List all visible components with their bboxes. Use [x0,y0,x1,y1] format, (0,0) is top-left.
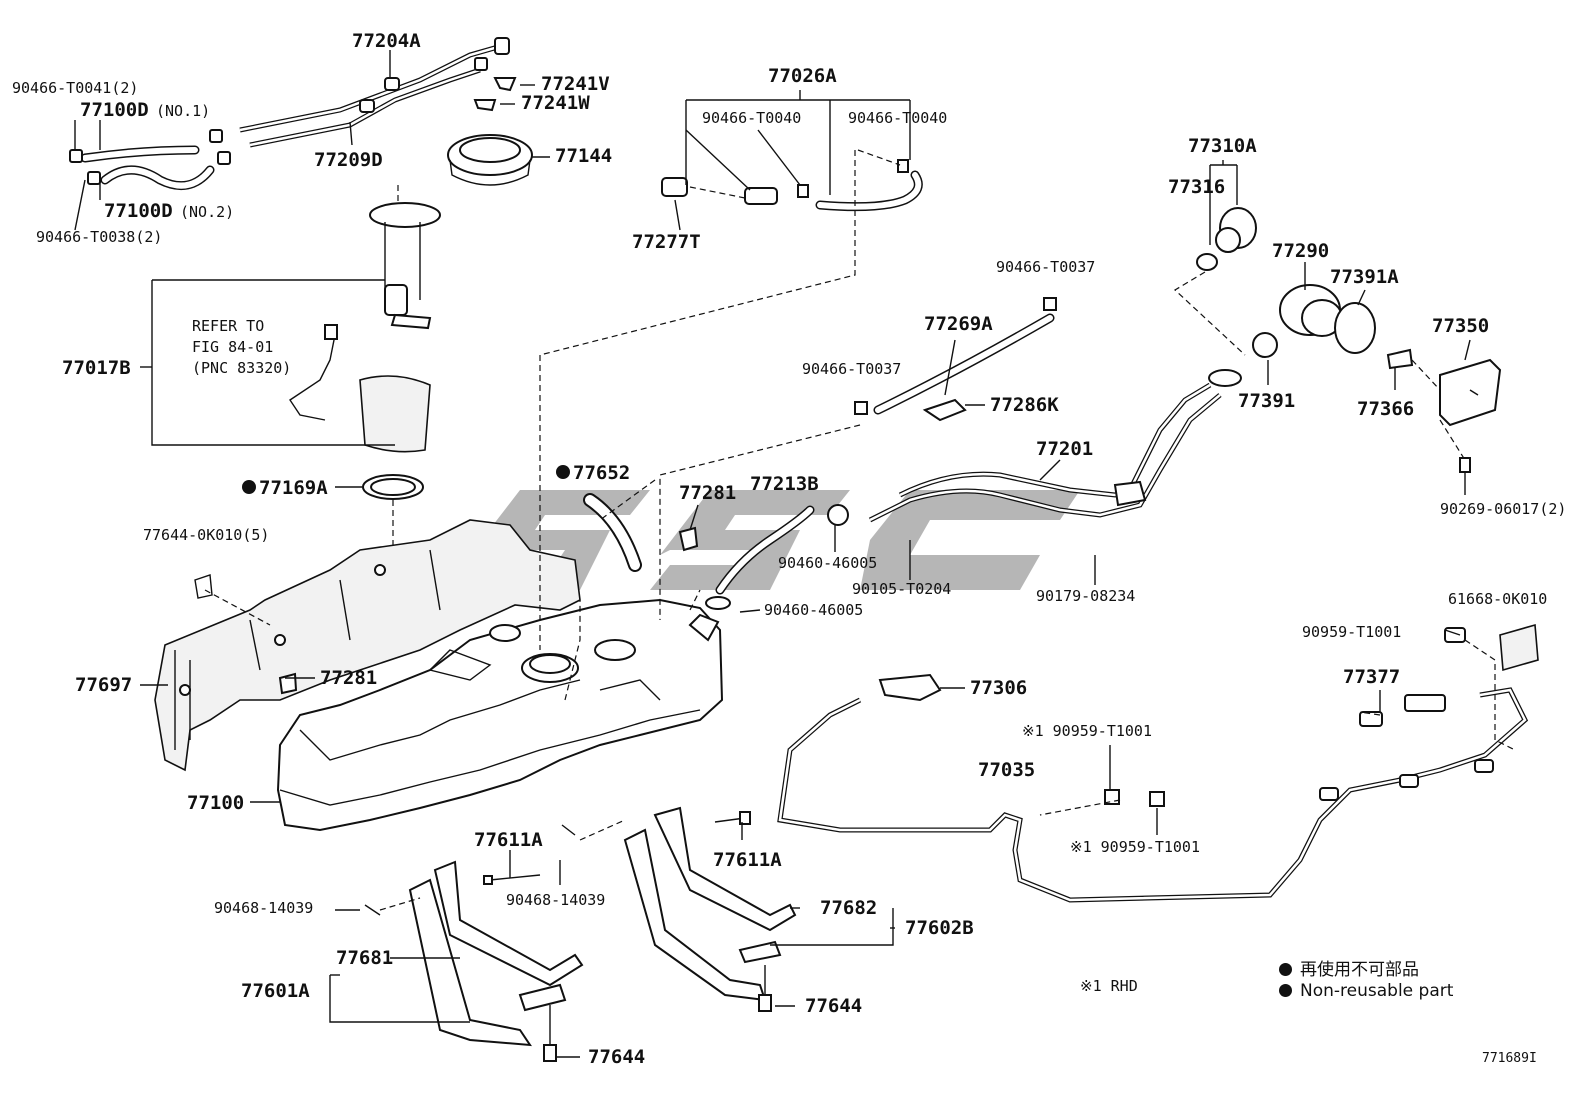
label-77306: 77306 [970,677,1027,699]
label-90466-T0041: 90466-T0041(2) [12,79,138,97]
label-77209D: 77209D [314,149,383,171]
label-refer-1: REFER TO [192,317,264,335]
fuel-cap-77310A [1196,207,1257,271]
label-77286K: 77286K [990,394,1059,416]
figure-id: 771689I [1482,1051,1537,1066]
strap-77601A [408,860,584,1062]
legend-jp: 再使用不可部品 [1279,955,1419,980]
label-90179-08234: 90179-08234 [1036,587,1135,605]
label-77281-a: 77281 [679,482,736,504]
vent-hose-77026A [661,159,923,212]
label-77602B: 77602B [905,917,974,939]
label-77316: 77316 [1168,176,1225,198]
part-labels: 77204A 90466-T0041(2) 77100D (NO.1) 7724… [12,30,1566,1068]
gasket-77169A [362,474,424,500]
label-90466-T0038: 90466-T0038(2) [36,228,162,246]
label-77169A: 77169A [259,477,328,499]
label-77611A-a: 77611A [474,829,543,851]
filler-pipe-77201 [868,369,1242,523]
label-77100D-2-note: (NO.2) [180,203,234,221]
label-refer-2: FIG 84-01 [192,338,273,356]
label-77100D-2: 77100D [104,200,173,222]
fuel-lid-77350 [1386,348,1502,427]
label-77213B: 77213B [750,473,819,495]
label-77644-0K010: 77644-0K010(5) [143,526,269,544]
label-77652: 77652 [573,462,630,484]
label-77144: 77144 [555,145,612,167]
legend-line-2: Non-reusable part [1300,981,1454,1001]
label-77682: 77682 [820,897,877,919]
label-77697: 77697 [75,674,132,696]
label-77100: 77100 [187,792,244,814]
label-90468-14039-a: 90468-14039 [214,899,313,917]
non-reusable-marker [242,480,256,494]
label-90466-T0037-a: 90466-T0037 [996,258,1095,276]
label-77350: 77350 [1432,315,1489,337]
label-77366: 77366 [1357,398,1414,420]
label-77391A: 77391A [1330,266,1399,288]
label-90460-46005-b: 90460-46005 [764,601,863,619]
label-77601A: 77601A [241,980,310,1002]
label-77310A: 77310A [1188,135,1257,157]
label-77100D-1: 77100D [80,99,149,121]
label-77241V: 77241V [541,73,610,95]
hose-77213B [705,504,849,610]
label-77241W: 77241W [521,92,590,114]
label-77204A: 77204A [352,30,421,52]
bolts [364,811,751,916]
label-90460-46005-a: 90460-46005 [778,554,877,572]
label-77281-b: 77281 [320,667,377,689]
hose-77269A [854,297,1057,422]
label-77644-b: 77644 [588,1046,645,1068]
label-90466-T0037-b: 90466-T0037 [802,360,901,378]
hose-assembly-77204A [69,37,517,191]
filler-neck-77290 [1279,284,1343,337]
label-77290: 77290 [1272,240,1329,262]
label-refer-3: (PNC 83320) [192,359,291,377]
label-rhd-note: ※1 RHD [1080,977,1138,995]
label-90269-06017: 90269-06017(2) [1440,500,1566,518]
bullet-icon [1279,963,1292,976]
non-reusable-marker [556,465,570,479]
label-77681: 77681 [336,947,393,969]
label-sticker-61668 [1499,623,1539,672]
label-77611A-b: 77611A [713,849,782,871]
label-90959-T1001-b: ※1 90959-T1001 [1070,838,1200,856]
breather-tube-77035 [777,627,1529,903]
protector-77697 [154,519,581,772]
label-77035: 77035 [978,759,1035,781]
strap-77602B [623,806,797,1012]
label-90959-T1001-c: 90959-T1001 [1302,623,1401,641]
label-77644-a: 77644 [805,995,862,1017]
label-77201: 77201 [1036,438,1093,460]
retainer-ring-77144 [447,134,533,186]
legend-line-1: 再使用不可部品 [1300,960,1419,980]
bullet-icon [1279,984,1292,997]
label-77100D-1-note: (NO.1) [156,102,210,120]
label-77277T: 77277T [632,231,701,253]
label-90959-T1001-a: ※1 90959-T1001 [1022,722,1152,740]
label-77391: 77391 [1238,390,1295,412]
fuel-tank-77100 [276,598,724,832]
label-90105-T0204: 90105-T0204 [852,580,951,598]
fuel-pump-77017B [289,202,441,453]
label-90468-14039-b: 90468-14039 [506,891,605,909]
label-90466-T0040-b: 90466-T0040 [848,109,947,127]
label-77026A: 77026A [768,65,837,87]
label-61668-0K010: 61668-0K010 [1448,590,1547,608]
label-90466-T0040-a: 90466-T0040 [702,109,801,127]
label-77017B: 77017B [62,357,131,379]
label-77377: 77377 [1343,666,1400,688]
label-77269A: 77269A [924,313,993,335]
legend-en: Non-reusable part [1279,981,1453,1001]
